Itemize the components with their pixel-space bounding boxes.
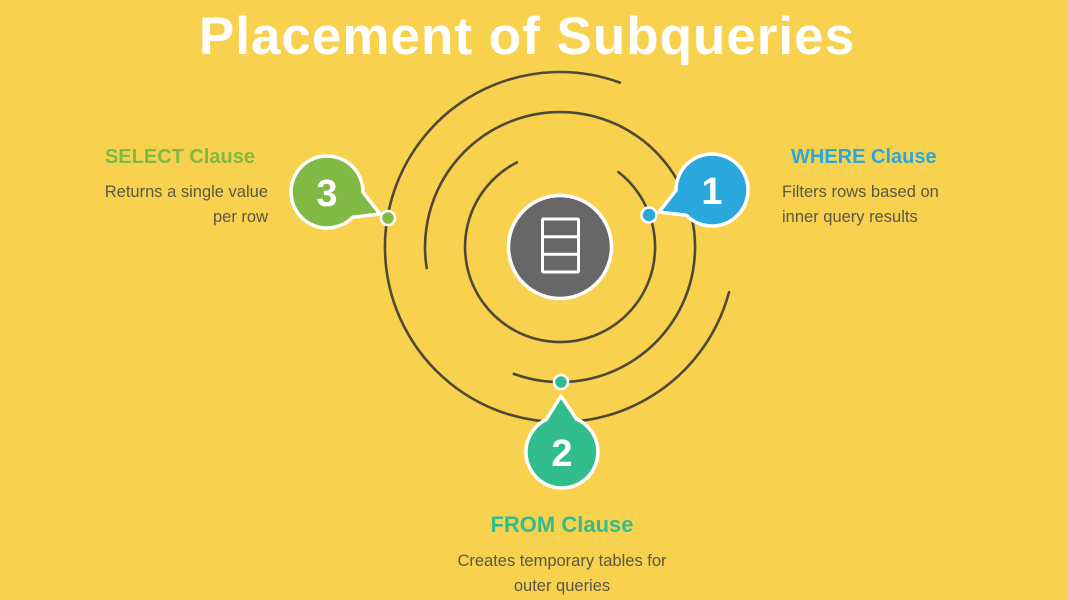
step-title-from: FROM Clause: [490, 512, 634, 537]
step-title-where: WHERE Clause: [791, 146, 937, 168]
speech-bubble-2-shape: [524, 394, 600, 490]
table-icon: [541, 217, 580, 274]
speech-bubble-3-shape: [289, 154, 382, 230]
step-description-where: Filters rows based on inner query result…: [782, 180, 1022, 230]
step-description-from-line2: outer queries: [513, 577, 611, 595]
orbit-rings: [383, 70, 731, 424]
connector-dot-3: [379, 209, 397, 227]
page-title: Placement of Subqueries: [198, 7, 856, 66]
center-circle: [506, 193, 614, 301]
step-label-from: FROM Clause Creates temporary tables for…: [402, 512, 722, 599]
orbit-ring-outer: [383, 70, 731, 424]
step-number-1: 1: [701, 171, 722, 213]
step-description-from-line1: Creates temporary tables for: [457, 552, 667, 570]
orbit-ring-inner: [463, 161, 657, 344]
orbit-ring-middle: [423, 110, 697, 384]
center-node: [506, 193, 614, 301]
step-bubble-2: 2: [524, 394, 600, 490]
step-description-where-line2: inner query results: [782, 208, 918, 226]
connector-dot-2: [552, 373, 570, 391]
step-description-from: Creates temporary tables for outer queri…: [402, 549, 722, 599]
step-description-select: Returns a single value per row: [28, 180, 268, 230]
step-label-select: SELECT Clause Returns a single value per…: [28, 146, 268, 230]
step-description-select-line1: Returns a single value: [104, 183, 268, 201]
step-number-2: 2: [551, 433, 572, 475]
step-description-where-line1: Filters rows based on: [782, 183, 939, 201]
step-description-select-line2: per row: [212, 208, 268, 226]
step-number-3: 3: [316, 173, 337, 215]
step-bubble-1: 1: [657, 152, 750, 228]
connector-dot-1: [640, 206, 658, 224]
step-bubble-3: 3: [289, 154, 382, 230]
speech-bubble-1-shape: [657, 152, 750, 228]
step-title-select: SELECT Clause: [104, 146, 255, 168]
step-label-where: WHERE Clause Filters rows based on inner…: [782, 146, 1022, 230]
